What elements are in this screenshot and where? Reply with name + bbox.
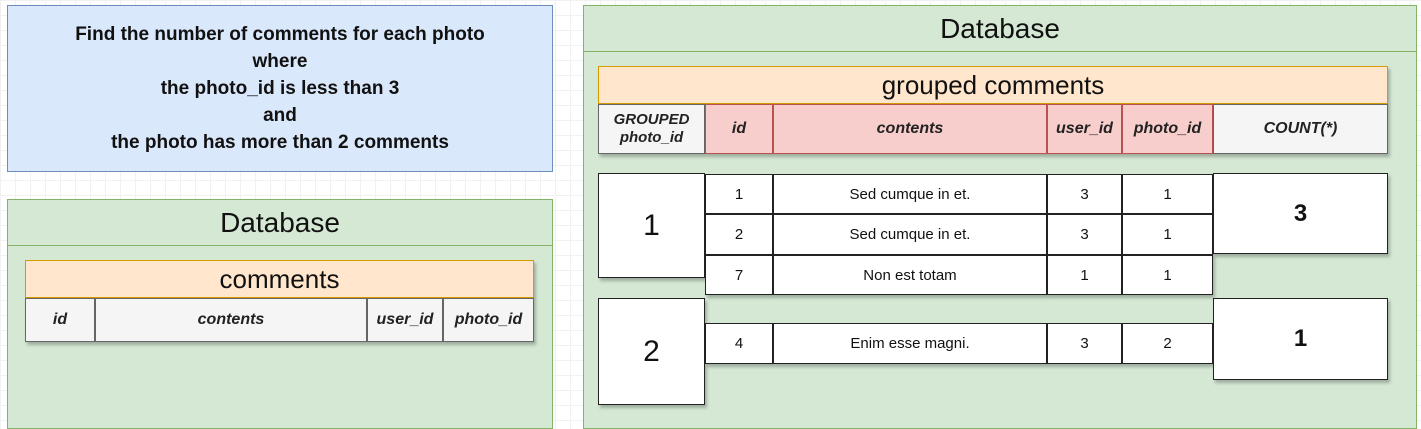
grouped-col-id: id: [705, 104, 773, 154]
comments-table-title: comments: [25, 260, 534, 298]
row-2-id: 2: [705, 214, 773, 255]
question-text: Find the number of comments for each pho…: [75, 24, 485, 153]
row-2-contents: Sed cumque in et.: [773, 214, 1047, 255]
row-4-user-id: 3: [1047, 323, 1122, 364]
row-4-contents: Enim esse magni.: [773, 323, 1047, 364]
grouped-col-user-id: user_id: [1047, 104, 1122, 154]
comments-col-id: id: [25, 298, 95, 342]
comments-col-contents: contents: [95, 298, 367, 342]
question-box: Find the number of comments for each pho…: [7, 5, 553, 172]
row-4-id: 4: [705, 323, 773, 364]
group-photo-id-1: 1: [598, 173, 705, 278]
grouped-col-count: COUNT(*): [1213, 104, 1388, 154]
row-4-photo-id: 2: [1122, 323, 1213, 364]
row-1-user-id: 3: [1047, 174, 1122, 214]
group-photo-id-2: 2: [598, 298, 705, 405]
group-1-count: 3: [1213, 173, 1388, 254]
grouped-comments-table-title: grouped comments: [598, 66, 1388, 104]
row-3-id: 7: [705, 255, 773, 295]
right-database-title-bar: [583, 5, 1417, 52]
grouped-col-grouped-photo-id: GROUPED photo_id: [598, 104, 705, 154]
left-database-title-bar: [7, 199, 553, 246]
left-database-title: Database: [220, 206, 340, 238]
row-3-user-id: 1: [1047, 255, 1122, 295]
row-2-user-id: 3: [1047, 214, 1122, 255]
row-1-id: 1: [705, 174, 773, 214]
comments-col-photo-id: photo_id: [443, 298, 534, 342]
row-3-photo-id: 1: [1122, 255, 1213, 295]
group-2-count: 1: [1213, 298, 1388, 380]
right-database-title: Database: [940, 12, 1060, 44]
row-1-contents: Sed cumque in et.: [773, 174, 1047, 214]
row-1-photo-id: 1: [1122, 174, 1213, 214]
row-2-photo-id: 1: [1122, 214, 1213, 255]
grouped-col-photo-id: photo_id: [1122, 104, 1213, 154]
row-3-contents: Non est totam: [773, 255, 1047, 295]
grouped-col-contents: contents: [773, 104, 1047, 154]
comments-col-user-id: user_id: [367, 298, 443, 342]
